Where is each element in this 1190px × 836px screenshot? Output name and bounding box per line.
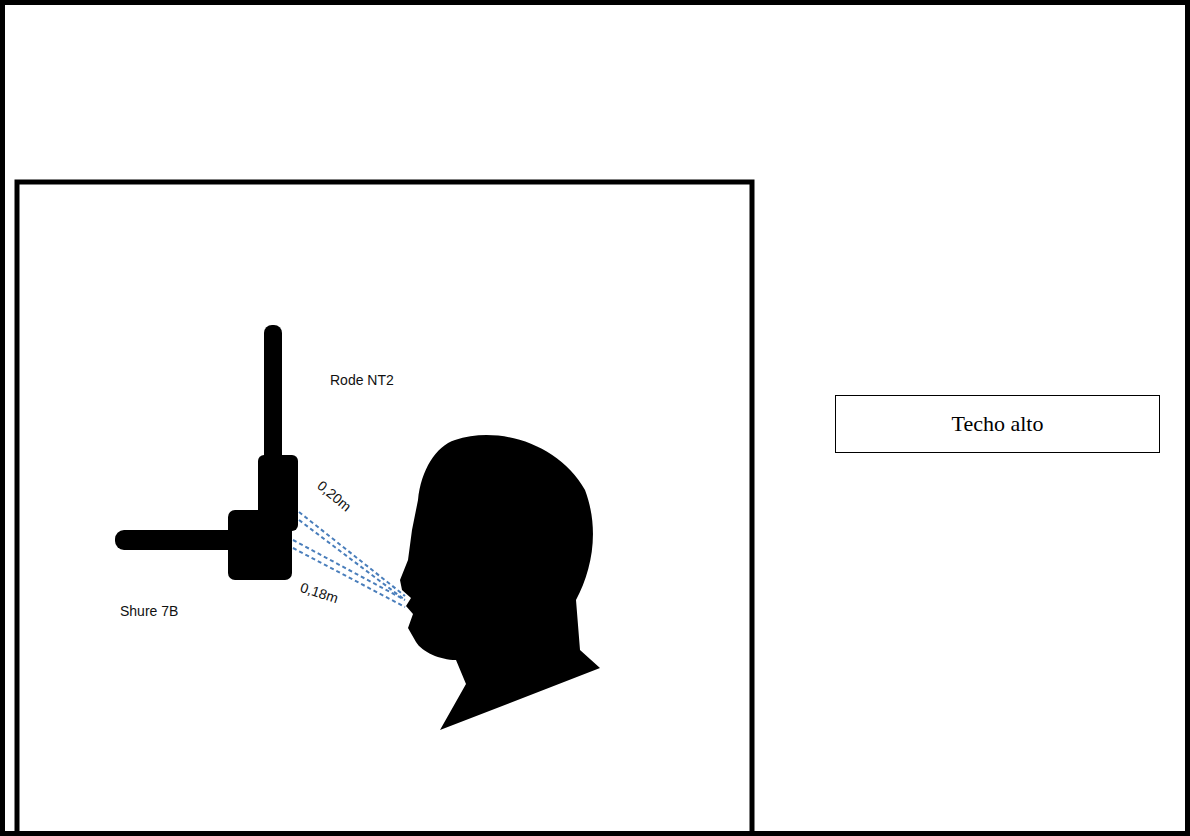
- distance-label: 0,20m: [314, 478, 354, 515]
- shure-mic-body: [228, 510, 292, 580]
- rode-mic-stem: [264, 325, 282, 465]
- distance-lines: [293, 512, 405, 607]
- head-silhouette: [400, 435, 600, 730]
- mic-label: Shure 7B: [120, 604, 178, 619]
- box-text: Techo alto: [952, 411, 1044, 437]
- outer-border: [3, 3, 1188, 834]
- inner-room-wall: [17, 182, 752, 836]
- mic-label: Rode NT2: [330, 373, 394, 388]
- note-box: Techo alto: [835, 395, 1160, 453]
- distance-label: 0,18m: [298, 580, 340, 607]
- shure-mic-handle: [115, 530, 237, 550]
